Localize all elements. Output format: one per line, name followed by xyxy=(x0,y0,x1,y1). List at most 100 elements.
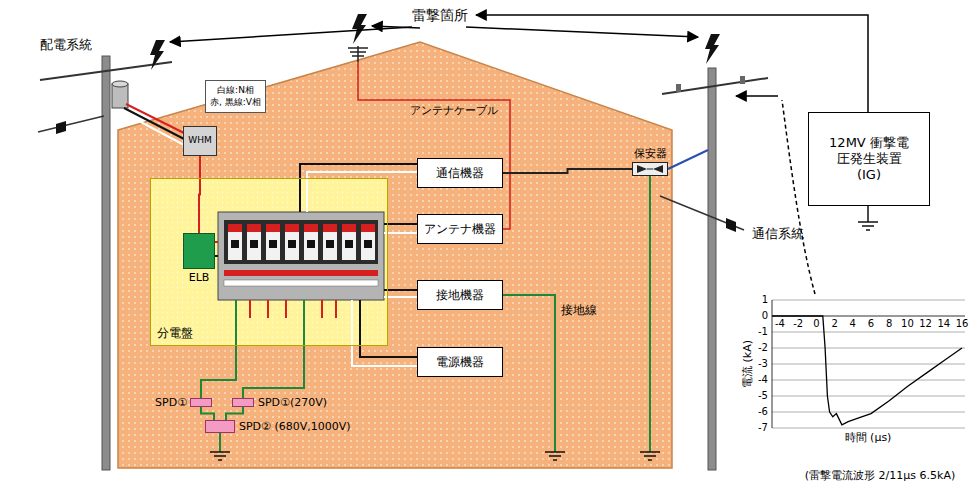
house xyxy=(118,42,672,468)
y-tick-label: -3 xyxy=(758,358,768,370)
x-tick-label: 4 xyxy=(850,318,856,330)
box-label: WHM xyxy=(188,135,211,146)
y-tick-label: -2 xyxy=(758,342,768,354)
breaker-panel xyxy=(364,240,372,248)
ground-symbol xyxy=(218,459,222,461)
protector-box: 保安器 xyxy=(632,162,668,176)
y-tick-label: 0 xyxy=(762,310,768,322)
ground-symbol xyxy=(214,455,226,457)
breaker-panel xyxy=(342,224,356,232)
panel-wire xyxy=(321,300,323,318)
spd-box: SPD① xyxy=(190,398,212,407)
panel-wire xyxy=(384,296,417,298)
chart-grid xyxy=(772,300,773,428)
distribution-pole xyxy=(56,121,66,134)
distribution-pole xyxy=(102,56,110,470)
x-tick-label: -2 xyxy=(793,318,803,330)
panel-wire xyxy=(267,300,269,318)
breaker-panel xyxy=(326,240,334,248)
chart-grid xyxy=(772,396,965,397)
pole-transformer xyxy=(112,81,128,108)
box-label: 接地機器 xyxy=(436,288,484,303)
breaker-panel xyxy=(218,212,384,300)
protector-symbol xyxy=(653,165,663,173)
impulse-generator-box: 12MV 衝撃電 圧発生装置 (IG) xyxy=(808,112,930,206)
chart-grid xyxy=(772,380,965,381)
y-tick-label: -4 xyxy=(758,374,768,386)
telecom-pole xyxy=(660,68,768,470)
box-label: アンテナ機器 xyxy=(424,222,496,237)
breaker-panel xyxy=(342,224,356,260)
power-wire xyxy=(199,156,200,233)
panel-wire xyxy=(214,164,417,366)
panel-wire xyxy=(384,289,417,291)
breaker-panel xyxy=(250,240,258,248)
ground-symbol xyxy=(644,455,656,457)
distribution-pole xyxy=(40,62,172,80)
breaker-panel xyxy=(269,240,277,248)
protector-symbol xyxy=(637,165,647,173)
strike-pointer-arrow xyxy=(736,95,778,97)
chart-grid xyxy=(772,348,965,349)
current-waveform xyxy=(772,316,962,425)
chart-grid xyxy=(772,364,965,365)
box-label: ELB xyxy=(189,271,210,285)
x-tick-label: 0 xyxy=(813,318,819,330)
panel-wire xyxy=(384,223,417,225)
telecom-pole xyxy=(668,150,708,169)
ground-wire xyxy=(649,176,651,452)
strike-pointer-arrow xyxy=(466,27,698,37)
panel-wire xyxy=(335,300,337,318)
ground-symbol xyxy=(862,225,874,227)
chart-grid xyxy=(772,300,965,301)
x-tick-label: 14 xyxy=(937,318,950,330)
ground-symbol xyxy=(640,451,660,453)
distribution-board: 分電盤ELB xyxy=(150,178,388,346)
breaker-panel xyxy=(224,280,378,286)
y-tick-label: -6 xyxy=(758,406,768,418)
system-label: 配電系統 xyxy=(40,37,92,53)
box-label: 赤, 黒線:V相 xyxy=(210,97,261,108)
breaker-panel xyxy=(361,224,375,260)
ground-symbol xyxy=(867,206,869,222)
breaker-panel xyxy=(247,224,261,260)
pole-transformer xyxy=(112,84,128,108)
breaker-panel xyxy=(228,224,242,232)
ground-wire xyxy=(243,300,304,398)
x-tick-label: 6 xyxy=(868,318,874,330)
chart-grid xyxy=(772,300,965,428)
tv-antenna xyxy=(352,55,364,57)
breaker-panel xyxy=(224,270,378,276)
ground-symbol xyxy=(549,455,561,457)
equipment-box: 接地機器 xyxy=(417,280,503,310)
protector-symbol xyxy=(647,169,653,170)
wire-color-note: 白線:N相赤, 黒線:V相 xyxy=(205,80,266,113)
tv-antenna xyxy=(348,47,368,49)
ground-symbol xyxy=(210,451,230,453)
ground-wire xyxy=(201,176,650,452)
tv-antenna xyxy=(348,46,368,62)
strike-point-label: 雷撃箇所 xyxy=(412,7,468,24)
ground-symbol xyxy=(545,451,565,453)
breaker-panel xyxy=(228,224,242,260)
panel-wire xyxy=(249,300,251,318)
panel-wire xyxy=(285,300,287,318)
system-label: 通信系統 xyxy=(752,226,804,242)
breaker-panel xyxy=(307,240,315,248)
wire-label: 接地線 xyxy=(561,303,597,317)
ground-symbol xyxy=(210,206,878,460)
breaker-panel xyxy=(266,224,280,260)
ground-wire xyxy=(201,300,236,398)
x-tick-label: 10 xyxy=(901,318,914,330)
breaker-panel xyxy=(288,240,296,248)
box-label: 保安器 xyxy=(634,147,667,161)
panel-wire xyxy=(384,232,417,234)
panel-wire xyxy=(300,164,417,212)
breaker-panel xyxy=(218,212,384,300)
spd-box: SPD①(270V) xyxy=(232,398,254,407)
breaker-panel xyxy=(224,220,378,264)
panel-wire xyxy=(360,300,417,357)
x-tick-label: 8 xyxy=(886,318,892,330)
